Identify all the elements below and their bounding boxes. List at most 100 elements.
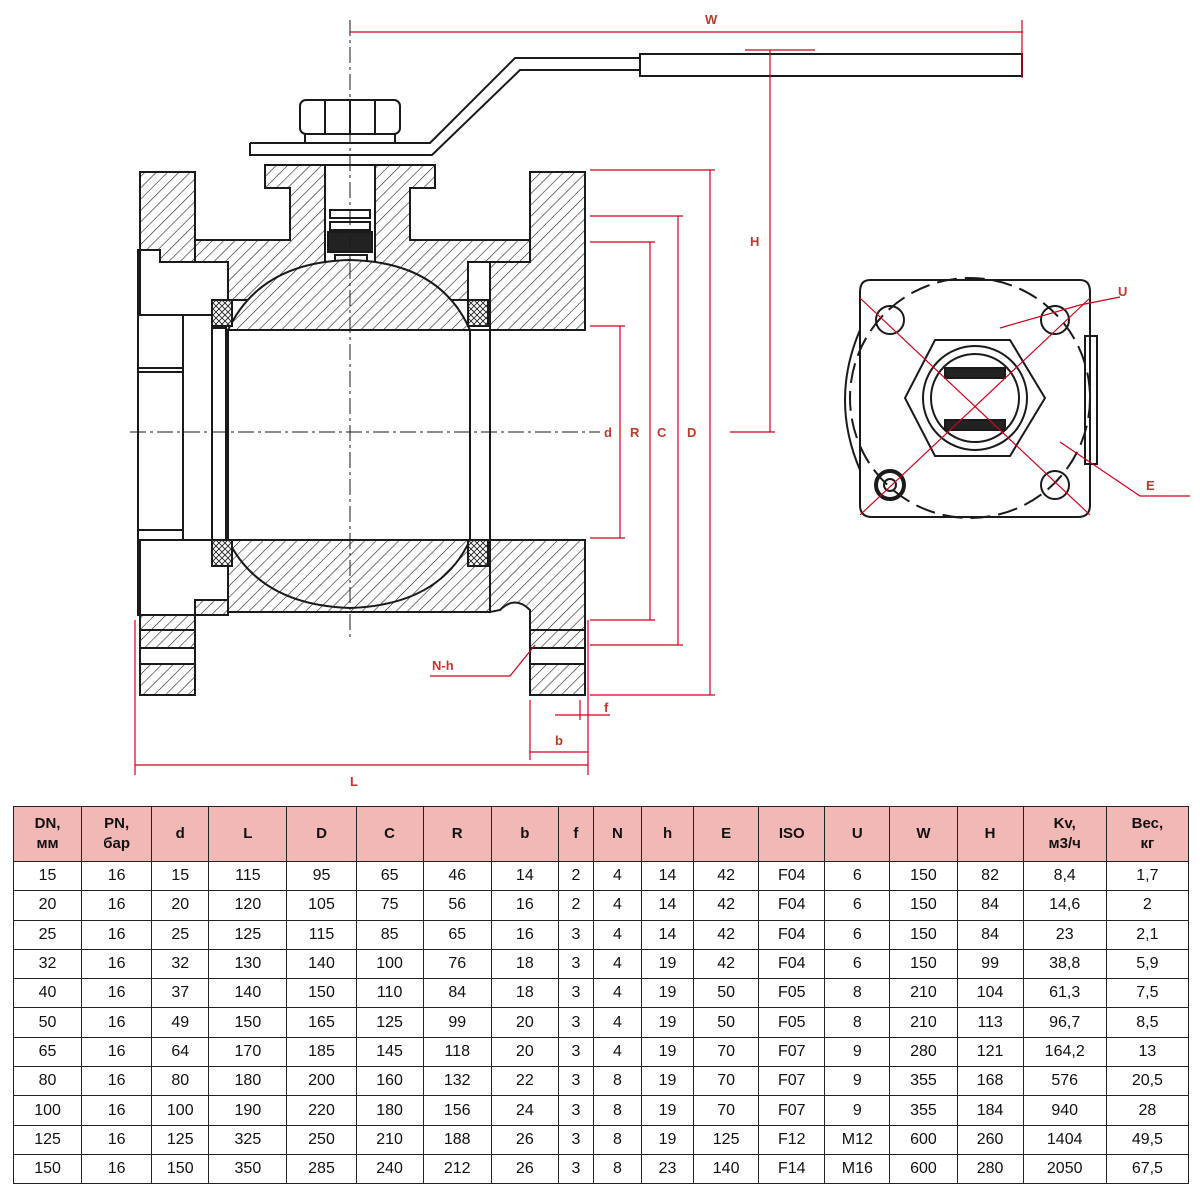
- table-cell: 210: [889, 1007, 958, 1038]
- table-cell: 9: [824, 1066, 891, 1097]
- label-U: U: [1118, 284, 1127, 299]
- table-cell: 3: [557, 1066, 594, 1097]
- label-D: D: [687, 425, 696, 440]
- label-b: b: [555, 733, 563, 748]
- table-cell: 121: [956, 1036, 1024, 1068]
- column-header: E: [693, 806, 760, 862]
- table-cell: 80: [151, 1066, 210, 1097]
- table-cell: 16: [81, 1007, 153, 1038]
- table-cell: 100: [12, 1095, 83, 1126]
- table-cell: 180: [208, 1066, 288, 1097]
- dimension-labels: W H d R C D L b f N-h U E: [350, 12, 1155, 789]
- table-cell: 2: [557, 890, 594, 921]
- table-cell: 42: [693, 948, 760, 980]
- table-cell: 3: [557, 1124, 594, 1155]
- table-cell: 8: [592, 1066, 643, 1097]
- table-cell: 14,6: [1022, 890, 1107, 921]
- table-cell: 190: [208, 1095, 288, 1126]
- table-cell: 113: [956, 1007, 1024, 1038]
- table-cell: 8,5: [1105, 1007, 1190, 1038]
- table-cell: 75: [355, 890, 424, 921]
- table-cell: 115: [208, 860, 288, 892]
- ball-upper: [226, 258, 472, 331]
- table-cell: 26: [490, 1124, 559, 1155]
- valve-end-view: [844, 277, 1098, 519]
- label-H: H: [750, 234, 759, 249]
- table-cell: 13: [1105, 1036, 1190, 1068]
- table-cell: 125: [151, 1124, 210, 1155]
- table-cell: 9: [824, 1036, 891, 1068]
- table-cell: 1404: [1022, 1124, 1107, 1155]
- table-cell: 260: [956, 1124, 1024, 1155]
- table-cell: 50: [693, 978, 760, 1009]
- table-cell: 19: [640, 1124, 695, 1155]
- table-cell: 104: [956, 978, 1024, 1009]
- table-cell: 180: [355, 1095, 424, 1126]
- column-header: N: [592, 806, 643, 862]
- table-cell: 150: [286, 978, 357, 1009]
- table-cell: 64: [151, 1036, 210, 1068]
- column-header: b: [490, 806, 559, 862]
- table-cell: 37: [151, 978, 210, 1009]
- table-cell: 185: [286, 1036, 357, 1068]
- table-cell: 19: [640, 948, 695, 980]
- table-cell: 67,5: [1105, 1153, 1190, 1185]
- table-cell: 8: [592, 1124, 643, 1155]
- table-cell: 164,2: [1022, 1036, 1107, 1068]
- table-cell: M12: [824, 1124, 891, 1155]
- table-cell: 200: [286, 1066, 357, 1097]
- table-cell: F05: [758, 1007, 826, 1038]
- table-cell: 5,9: [1105, 948, 1190, 980]
- table-cell: 170: [208, 1036, 288, 1068]
- bolt-hole-bottom-right: [1040, 470, 1070, 500]
- table-cell: 99: [956, 948, 1024, 980]
- table-cell: 85: [355, 919, 424, 950]
- table-cell: 240: [355, 1153, 424, 1185]
- table-cell: F04: [758, 919, 826, 950]
- table-cell: 100: [151, 1095, 210, 1126]
- column-header: R: [422, 806, 492, 862]
- table-cell: 600: [889, 1124, 958, 1155]
- label-N-h: N-h: [432, 658, 454, 673]
- seat-lower-right: [467, 539, 489, 567]
- table-cell: 150: [889, 860, 958, 892]
- table-cell: 38,8: [1022, 948, 1107, 980]
- table-cell: 24: [490, 1095, 559, 1126]
- table-cell: 16: [81, 890, 153, 921]
- table-cell: 280: [956, 1153, 1024, 1185]
- column-header: D: [286, 806, 357, 862]
- table-cell: 150: [208, 1007, 288, 1038]
- label-d: d: [604, 425, 612, 440]
- hex-body: [903, 339, 1047, 457]
- table-cell: 210: [889, 978, 958, 1009]
- table-cell: 96,7: [1022, 1007, 1107, 1038]
- table-cell: 120: [208, 890, 288, 921]
- table-cell: 3: [557, 978, 594, 1009]
- bolt-hole-bottom-left: [874, 469, 906, 501]
- table-cell: 165: [286, 1007, 357, 1038]
- table-cell: 25: [12, 919, 83, 950]
- table-cell: 184: [956, 1095, 1024, 1126]
- label-C: C: [657, 425, 667, 440]
- table-cell: 65: [12, 1036, 83, 1068]
- table-cell: 14: [640, 919, 695, 950]
- table-cell: 65: [355, 860, 424, 892]
- table-cell: 4: [592, 948, 643, 980]
- table-cell: F12: [758, 1124, 826, 1155]
- table-cell: 8: [824, 1007, 891, 1038]
- table-cell: 4: [592, 919, 643, 950]
- table-cell: 65: [422, 919, 492, 950]
- column-header: d: [151, 806, 210, 862]
- table-cell: 20,5: [1105, 1066, 1190, 1097]
- table-cell: 22: [490, 1066, 559, 1097]
- label-f: f: [604, 700, 609, 715]
- table-cell: 130: [208, 948, 288, 980]
- table-cell: 125: [12, 1124, 83, 1155]
- ball-valve-drawing: W H d R C D L b f N-h U E: [130, 12, 1190, 789]
- table-cell: 3: [557, 919, 594, 950]
